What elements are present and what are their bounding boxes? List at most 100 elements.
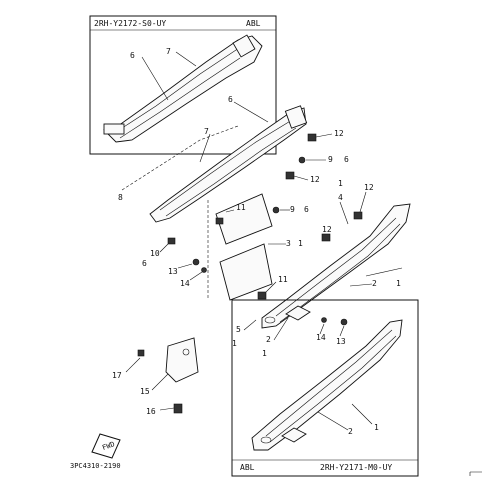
leader-c14-b (319, 323, 325, 335)
callout-7-inset: 7 (166, 47, 171, 56)
callout-6: 6 (228, 95, 233, 104)
callout-15: 15 (140, 387, 150, 396)
upper-cover-bracket (284, 105, 308, 129)
callout-13-b: 13 (336, 337, 346, 346)
nut-16 (173, 403, 183, 414)
callout-10: 10 (150, 249, 160, 258)
inset-top: 2RH-Y2172-S0-UY ABL 6 7 (89, 15, 277, 155)
figure-code: 3PC4310-2190 (70, 462, 121, 470)
leader-c1-b (365, 267, 403, 277)
bolt-17 (137, 349, 145, 357)
washer-9-a (298, 156, 306, 164)
washer-14-a (201, 267, 207, 273)
leader-c13-a (177, 263, 193, 269)
callout-2-a: 2 (372, 279, 377, 288)
leader-c11-b (265, 281, 277, 293)
callout-9-a: 9 (328, 155, 333, 164)
leader-c7 (199, 133, 211, 163)
main-upper-cover: 6 7 (121, 95, 308, 300)
front-arrow-label: FWD (101, 440, 116, 452)
leader-c16 (159, 407, 175, 411)
leader-c11-a (225, 209, 235, 213)
right-side-cover: 2 1 12 1 4 12 (261, 179, 411, 329)
callout-6-b: 6 (304, 205, 309, 214)
leader-c1-f (351, 403, 373, 425)
callout-1-f: 1 (374, 423, 379, 432)
bolt-13-a (192, 258, 200, 266)
side-cover-1-edge (275, 217, 397, 317)
callout-17: 17 (112, 371, 122, 380)
leader-c12-c (359, 191, 367, 213)
callout-11-b: 11 (278, 275, 288, 284)
callout-3: 3 (286, 239, 291, 248)
leader-c12-b (293, 175, 309, 181)
callout-12-c: 12 (364, 183, 374, 192)
inset-top-tab (103, 123, 125, 135)
callout-8: 8 (118, 193, 123, 202)
upper-side-cover (149, 107, 307, 223)
leader-c2-b (273, 317, 289, 341)
seat-lock-keyhole (182, 348, 190, 356)
callout-11-a: 11 (236, 203, 246, 212)
upper-cover-guide (121, 125, 239, 191)
callout-16: 16 (146, 407, 156, 416)
grommet-11-b (257, 291, 267, 300)
leader-c15 (151, 373, 169, 391)
callout-6-inset: 6 (130, 51, 135, 60)
callout-5: 5 (236, 325, 241, 334)
leader-c2-c (317, 411, 349, 431)
callout-1-a: 1 (298, 239, 303, 248)
front-arrow: FWD (91, 433, 121, 459)
washer-14-b (321, 317, 327, 323)
inset-bottom-side-cover (251, 319, 403, 451)
side-cover-1-edge2 (279, 223, 401, 323)
upper-hardware: 12 9 6 12 (285, 129, 349, 184)
callout-12-d: 12 (322, 225, 332, 234)
emblem-2 (285, 305, 311, 321)
inset-top-bracket (232, 34, 256, 58)
inset-top-tag: ABL (246, 19, 261, 28)
side-cover-1 (261, 203, 411, 329)
callout-6-c: 6 (142, 259, 147, 268)
leader-c14-a (189, 271, 203, 281)
callout-4: 4 (338, 193, 343, 202)
leader-c6 (233, 101, 269, 123)
inset-bottom: ABL 2RH-Y2171-M0-UY 2 1 (231, 299, 419, 477)
inset-top-frame (89, 15, 277, 155)
callout-2-c: 2 (348, 427, 353, 436)
lock-assembly: 17 15 16 (112, 337, 199, 416)
grommet-11-a (215, 217, 224, 225)
grommet-10 (167, 237, 176, 245)
inset-bottom-frame (231, 299, 419, 477)
seat-lock-15 (165, 337, 199, 383)
washer-9-b (272, 206, 280, 214)
callout-1-e: 1 (262, 349, 267, 358)
leader-c7-inset (175, 51, 197, 67)
leader-c2-a (349, 283, 373, 287)
callout-14-b: 14 (316, 333, 326, 342)
callout-14-a: 14 (180, 279, 190, 288)
grommet-12-d (321, 233, 331, 242)
leader-c10 (159, 243, 169, 253)
leader-c6-inset (141, 56, 169, 101)
inset-bottom-emblem (281, 427, 307, 443)
bolt-13-b (340, 318, 348, 326)
inner-panels: 11 9 6 3 1 11 (215, 193, 309, 301)
corner-mark (469, 471, 482, 476)
callout-9-b: 9 (290, 205, 295, 214)
callout-1-d: 1 (232, 339, 237, 348)
front-arrow-shape (91, 433, 121, 459)
inset-bottom-cover-edge (265, 329, 393, 437)
callout-2-b: 2 (266, 335, 271, 344)
leader-c4 (339, 201, 349, 225)
lower-middle-hardware: 5 1 2 1 14 13 (232, 317, 348, 358)
upper-cover-edge (159, 119, 293, 211)
callout-7: 7 (204, 127, 209, 136)
upper-cover-edge2 (165, 127, 297, 217)
part-8-marker: 8 (118, 193, 123, 202)
side-cover-1-hole (264, 316, 276, 324)
callout-6-a: 6 (344, 155, 349, 164)
callout-1-c: 1 (338, 179, 343, 188)
